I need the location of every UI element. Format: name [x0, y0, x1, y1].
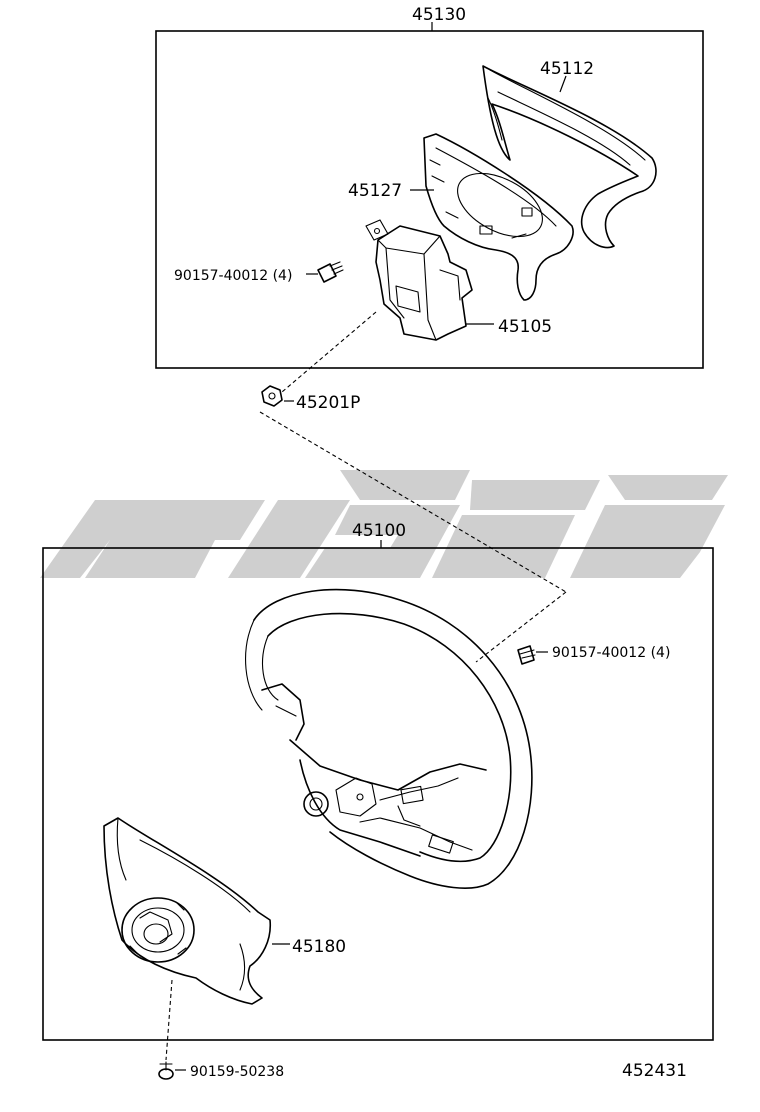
lower-assembly-label: 45100 [352, 521, 406, 541]
upper-assembly-label: 45130 [412, 5, 466, 25]
figure-number: 452431 [622, 1061, 687, 1081]
watermark-logo [40, 470, 728, 578]
screw-upper-label: 90157-40012 (4) [174, 268, 292, 284]
horn-pad-cover-label: 45112 [540, 59, 594, 79]
upper-assembly-frame [155, 30, 704, 369]
horn-bracket-drawing [365, 219, 473, 341]
screw-upper-drawing [317, 261, 344, 283]
horn-pad-cover-drawing [482, 65, 657, 249]
upper-assembly-group: 45130 45112 45127 [155, 5, 704, 393]
nut-drawing [261, 385, 283, 407]
screw-lower-label: 90157-40012 (4) [552, 645, 670, 661]
horn-bracket-label: 45105 [498, 317, 552, 337]
horn-contact-plate-drawing [423, 133, 574, 301]
horn-contact-plate-label: 45127 [348, 181, 402, 201]
pad-assembly-drawing [103, 817, 272, 1005]
pad-screw-drawing [158, 1061, 174, 1080]
steering-wheel-drawing [245, 588, 533, 889]
pad-screw-label: 90159-50238 [190, 1064, 284, 1080]
nut-label: 45201P [296, 393, 360, 413]
lower-assembly-frame [42, 547, 714, 1041]
pad-assembly-label: 45180 [292, 937, 346, 957]
lower-assembly-group: 45100 90157-40012 (4) [42, 521, 714, 1061]
screw-lower-drawing [517, 645, 536, 665]
